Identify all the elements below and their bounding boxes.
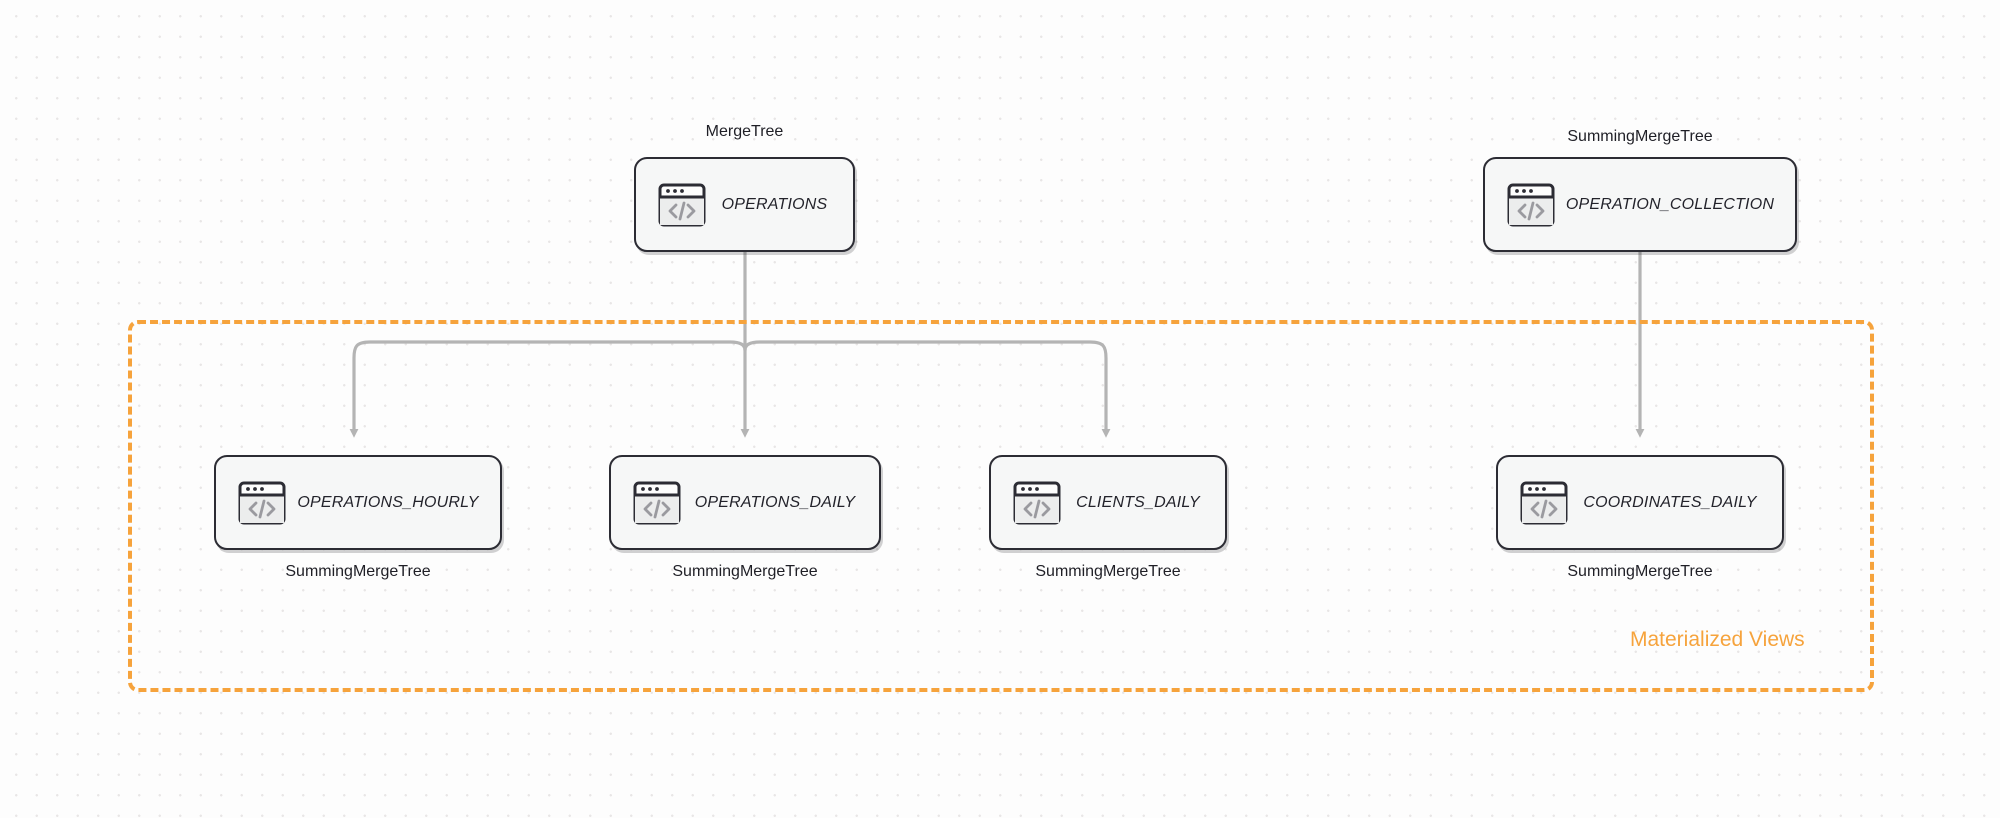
node-operation-collection[interactable]: OPERATION_COLLECTION [1483, 157, 1797, 252]
code-window-icon [1507, 183, 1555, 227]
engine-label-clients-daily: SummingMergeTree [1035, 563, 1181, 580]
node-title: OPERATIONS_DAILY [694, 493, 856, 511]
code-window-icon [238, 481, 286, 525]
engine-label-coordinates-daily: SummingMergeTree [1567, 563, 1713, 580]
node-title: COORDINATES_DAILY [1583, 493, 1757, 511]
node-title: OPERATIONS_HOURLY [297, 493, 479, 511]
node-coordinates-daily[interactable]: COORDINATES_DAILY [1496, 455, 1784, 550]
node-operations[interactable]: OPERATIONS [634, 157, 855, 252]
node-operations-daily[interactable]: OPERATIONS_DAILY [609, 455, 881, 550]
engine-label-operations: MergeTree [705, 123, 784, 140]
engine-label-operations-daily: SummingMergeTree [672, 563, 818, 580]
materialized-views-group [128, 320, 1874, 692]
node-title: OPERATION_COLLECTION [1565, 195, 1775, 213]
code-window-icon [1520, 481, 1568, 525]
engine-label-operation-collection: SummingMergeTree [1567, 128, 1713, 145]
node-clients-daily[interactable]: CLIENTS_DAILY [989, 455, 1227, 550]
code-window-icon [658, 183, 706, 227]
code-window-icon [1013, 481, 1061, 525]
materialized-views-group-label: Materialized Views [1630, 628, 1805, 651]
node-title: OPERATIONS [721, 195, 828, 213]
code-window-icon [633, 481, 681, 525]
node-title: CLIENTS_DAILY [1076, 493, 1200, 511]
engine-label-operations-hourly: SummingMergeTree [285, 563, 431, 580]
node-operations-hourly[interactable]: OPERATIONS_HOURLY [214, 455, 502, 550]
